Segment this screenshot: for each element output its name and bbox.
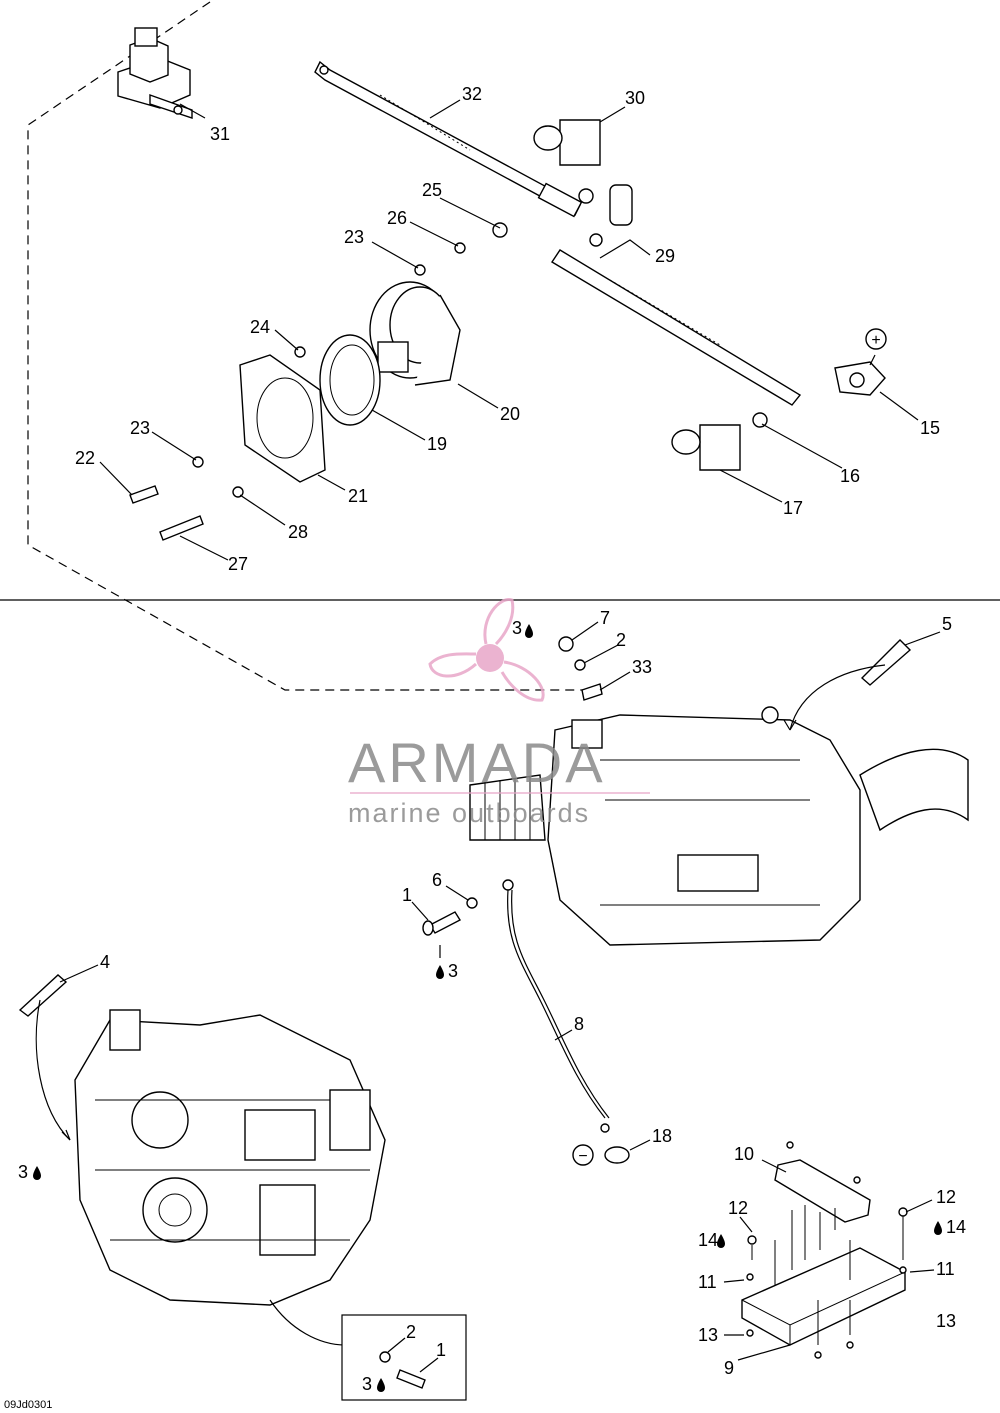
callout-11-left: 11 bbox=[698, 1272, 717, 1292]
callout-33: 33 bbox=[632, 657, 652, 677]
callout-13-left: 13 bbox=[698, 1325, 718, 1345]
callout-3-engine: 3 bbox=[448, 961, 458, 981]
callout-12-left: 12 bbox=[728, 1198, 748, 1218]
engine-section: − bbox=[411, 621, 969, 1166]
boot-17 bbox=[671, 424, 741, 471]
callout-4: 4 bbox=[100, 952, 110, 972]
callout-25: 25 bbox=[422, 180, 442, 200]
hardware-top bbox=[129, 222, 508, 541]
tray-bolts bbox=[746, 1205, 908, 1359]
leaders-mid bbox=[411, 621, 941, 1151]
starter-assembly-section: + bbox=[27, 1, 919, 691]
callout-10: 10 bbox=[734, 1144, 754, 1164]
diagram-id: 09Jd0301 bbox=[4, 1399, 52, 1411]
callout-1-engine: 1 bbox=[402, 885, 412, 905]
cable-tie-4 bbox=[18, 974, 71, 1141]
detail-inset bbox=[341, 1314, 467, 1401]
svg-text:+: + bbox=[871, 332, 880, 349]
starter-20 bbox=[369, 281, 461, 386]
negative-terminal-symbol: − bbox=[572, 1144, 594, 1166]
leader-dashed-31-33 bbox=[27, 1, 585, 691]
positive-terminal-symbol: + bbox=[865, 328, 887, 350]
callout-15: 15 bbox=[920, 418, 940, 438]
relay-31 bbox=[117, 27, 193, 119]
rear-engine-section bbox=[18, 964, 467, 1401]
callout-20: 20 bbox=[500, 404, 520, 424]
leader-4 bbox=[59, 964, 99, 983]
bracket-10 bbox=[774, 1141, 871, 1223]
leaders-tray bbox=[723, 1159, 935, 1361]
callout-30: 30 bbox=[625, 88, 645, 108]
callout-9: 9 bbox=[724, 1358, 734, 1378]
brand-name: ARMADA bbox=[348, 731, 606, 794]
callout-23-lower: 23 bbox=[130, 418, 150, 438]
callout-26: 26 bbox=[387, 208, 407, 228]
battery-tray-section bbox=[717, 1141, 942, 1361]
callout-2-inset: 2 bbox=[406, 1322, 416, 1342]
callout-24: 24 bbox=[250, 317, 270, 337]
engine-rear-view bbox=[74, 1009, 386, 1306]
callout-1-inset: 1 bbox=[436, 1340, 446, 1360]
callout-19: 19 bbox=[427, 434, 447, 454]
brand-watermark: ARMADA marine outboards bbox=[348, 598, 650, 828]
callout-5: 5 bbox=[942, 614, 952, 634]
nut-16 bbox=[752, 412, 768, 428]
adhesive-symbol-14-right bbox=[934, 1221, 942, 1235]
callout-7: 7 bbox=[600, 608, 610, 628]
cable-29 bbox=[551, 184, 802, 406]
callout-12-right: 12 bbox=[936, 1187, 956, 1207]
lubricant-symbol-3-bolt bbox=[436, 965, 444, 979]
gasket-19 bbox=[319, 334, 381, 426]
engine-block bbox=[469, 706, 969, 946]
callout-23-upper: 23 bbox=[344, 227, 364, 247]
cable-tie-5 bbox=[783, 639, 912, 731]
leaders-top bbox=[99, 99, 919, 561]
cable-32 bbox=[314, 60, 583, 218]
terminal-15 bbox=[834, 361, 886, 396]
tray-9 bbox=[741, 1247, 906, 1346]
boot-30 bbox=[533, 119, 601, 166]
callout-21: 21 bbox=[348, 486, 368, 506]
plate-21 bbox=[239, 354, 326, 483]
lubricant-symbol-3-rear bbox=[33, 1166, 41, 1180]
callout-3-top: 3 bbox=[512, 618, 522, 638]
callout-16: 16 bbox=[840, 466, 860, 486]
leader-rear-to-inset bbox=[269, 1299, 346, 1346]
bolt-1-washer-6 bbox=[422, 897, 478, 936]
propeller-logo bbox=[428, 598, 545, 702]
callout-28: 28 bbox=[288, 522, 308, 542]
callout-6: 6 bbox=[432, 870, 442, 890]
adhesive-symbol-14-left bbox=[717, 1234, 725, 1248]
callout-32: 32 bbox=[462, 84, 482, 104]
brand-tagline: marine outboards bbox=[348, 798, 590, 828]
callout-14-left: 14 bbox=[698, 1230, 718, 1250]
svg-text:−: − bbox=[578, 1148, 587, 1165]
callout-27: 27 bbox=[228, 554, 248, 574]
callout-3-inset: 3 bbox=[362, 1374, 372, 1394]
callout-31: 31 bbox=[210, 124, 230, 144]
callout-11-right: 11 bbox=[936, 1259, 955, 1279]
ground-strap-8 bbox=[502, 879, 630, 1164]
callout-labels: 31 32 30 25 26 23 29 24 20 19 21 23 22 2… bbox=[4, 84, 966, 1411]
callout-17: 17 bbox=[783, 498, 803, 518]
callout-14-right: 14 bbox=[946, 1217, 966, 1237]
callout-13-right: 13 bbox=[936, 1311, 956, 1331]
callout-3-rear: 3 bbox=[18, 1162, 28, 1182]
callout-18: 18 bbox=[652, 1126, 672, 1146]
lubricant-symbol-3-top bbox=[525, 624, 533, 638]
callout-2-top: 2 bbox=[616, 630, 626, 650]
callout-29: 29 bbox=[655, 246, 675, 266]
hardware-ground-top bbox=[558, 636, 603, 701]
callout-22: 22 bbox=[75, 448, 95, 468]
callout-8: 8 bbox=[574, 1014, 584, 1034]
